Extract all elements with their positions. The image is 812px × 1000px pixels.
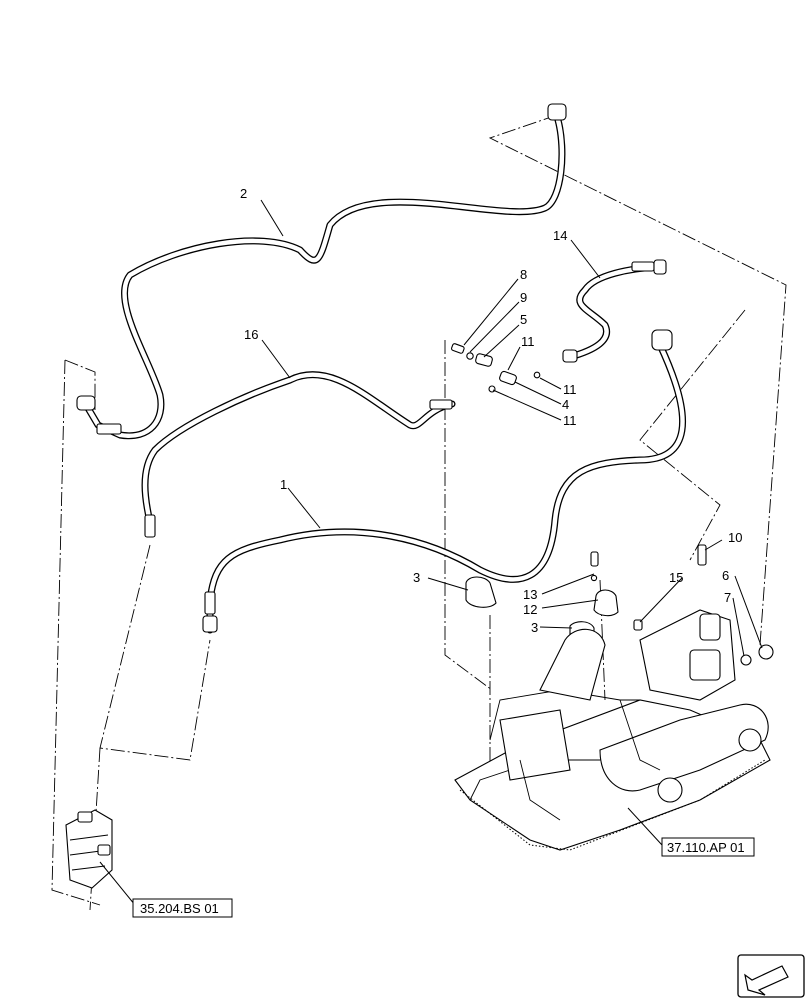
ref-lift-assembly-label: 37.110.AP 01	[667, 840, 745, 855]
hose-16	[141, 371, 456, 538]
hose-14	[562, 259, 667, 363]
callout-11-c: 11	[563, 413, 577, 428]
callout-14: 14	[553, 228, 567, 243]
callout-1: 1	[280, 477, 287, 492]
callout-9: 9	[520, 290, 527, 305]
callout-11-b: 11	[563, 382, 577, 397]
callout-4: 4	[562, 397, 569, 412]
lift-assembly	[454, 609, 771, 851]
callout-16: 16	[244, 327, 258, 342]
callout-15: 15	[669, 570, 683, 585]
callout-10: 10	[728, 530, 742, 545]
control-valve	[65, 809, 113, 889]
ref-control-valve[interactable]: 35.204.BS 01	[132, 898, 233, 918]
hose-1	[202, 329, 687, 634]
callout-11-a: 11	[521, 334, 535, 349]
callout-3-b: 3	[531, 620, 538, 635]
ref-control-valve-label: 35.204.BS 01	[140, 901, 219, 916]
callout-7: 7	[724, 590, 731, 605]
ref-lift-assembly[interactable]: 37.110.AP 01	[661, 837, 755, 857]
callout-3-a: 3	[413, 570, 420, 585]
hose-2	[76, 103, 567, 440]
fittings	[451, 343, 774, 666]
callout-6: 6	[722, 568, 729, 583]
assembly-lines	[51, 114, 787, 911]
leader-lines	[99, 199, 763, 906]
navigation-arrow-icon[interactable]	[737, 954, 805, 998]
callout-labels: 2 14 16 1 8 9 5 11 11 4 11 10 15 6 7 3 1…	[240, 186, 742, 635]
callout-8: 8	[520, 267, 527, 282]
callout-12: 12	[523, 602, 537, 617]
callout-5: 5	[520, 312, 527, 327]
callout-2: 2	[240, 186, 247, 201]
callout-13: 13	[523, 587, 537, 602]
